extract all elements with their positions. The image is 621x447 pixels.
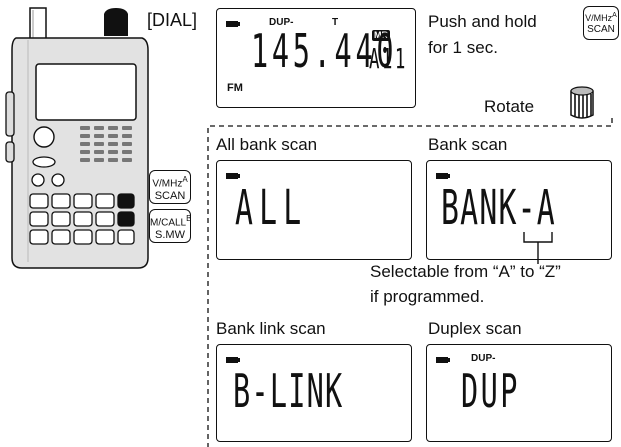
key-label-sup: A [612, 12, 617, 19]
oval-button [32, 156, 56, 168]
frequency-readout: 145.440 [251, 24, 398, 78]
small-button [31, 173, 45, 187]
battery-icon [226, 173, 240, 179]
bank-link-readout: B-LINK [233, 364, 344, 418]
side-button [5, 141, 15, 163]
bank-scan-readout: BANK-A [441, 180, 556, 236]
vmhz-scan-key-label: V/MHzA SCAN [149, 170, 191, 204]
duplex-scan-title: Duplex scan [428, 319, 522, 338]
mr-indicator: MR [372, 30, 390, 41]
small-button [51, 173, 65, 187]
top-lcd-display: DUP- T MR 145.440 A11 FM [216, 8, 416, 108]
bank-link-scan-title: Bank link scan [216, 319, 326, 338]
instruction-duration: for 1 sec. [428, 38, 498, 57]
dashed-bracket [207, 118, 613, 447]
dial-knob [104, 8, 128, 36]
dup-indicator: DUP- [269, 17, 294, 28]
selection-bracket [523, 232, 553, 264]
dial-label: [DIAL] [147, 10, 198, 30]
antenna [29, 7, 47, 41]
dup-indicator: DUP- [471, 353, 496, 364]
side-button [5, 91, 15, 137]
instruction-scan-key: V/MHzA SCAN [583, 6, 619, 40]
speaker-grill [80, 126, 132, 162]
tone-indicator: T [332, 17, 339, 28]
battery-icon [226, 357, 240, 363]
round-button [33, 126, 55, 148]
all-bank-lcd: ALL [216, 160, 412, 260]
selectable-note-line2: if programmed. [370, 287, 485, 306]
selectable-note-line1: Selectable from “A” to “Z” [370, 262, 561, 281]
battery-icon [226, 21, 240, 27]
channel-readout: A11 [369, 42, 408, 75]
key-label-bottom: SCAN [154, 190, 186, 203]
bank-scan-title: Bank scan [428, 135, 508, 154]
battery-icon [436, 173, 450, 179]
bank-scan-lcd: BANK-A [426, 160, 612, 260]
all-bank-readout: ALL [235, 180, 308, 236]
vmhz-key [117, 193, 135, 209]
rotate-label: Rotate [484, 97, 535, 116]
key-label-sup: A [182, 175, 188, 184]
mcall-key [117, 211, 135, 227]
key-label-sup: B [186, 214, 192, 223]
keypad [29, 193, 135, 245]
key-label-top: M/CALL [150, 217, 187, 229]
bank-link-lcd: B-LINK [216, 344, 412, 442]
mcall-smw-key-label: M/CALLB S.MW [149, 209, 191, 243]
all-bank-scan-title: All bank scan [216, 135, 318, 154]
mode-indicator: FM [227, 82, 243, 94]
instruction-push-hold: Push and hold [428, 12, 537, 31]
battery-icon [436, 357, 450, 363]
duplex-lcd: DUP- DUP [426, 344, 612, 442]
radio-illustration [5, 7, 149, 269]
key-label-top: V/MHz [585, 13, 613, 23]
dial-knob-icon [570, 86, 594, 119]
radio-screen [35, 63, 137, 121]
duplex-readout: DUP [461, 364, 520, 418]
key-label-bottom: SCAN [587, 24, 615, 35]
key-label-bottom: S.MW [155, 229, 185, 242]
key-label-top: V/MHz [152, 178, 183, 190]
